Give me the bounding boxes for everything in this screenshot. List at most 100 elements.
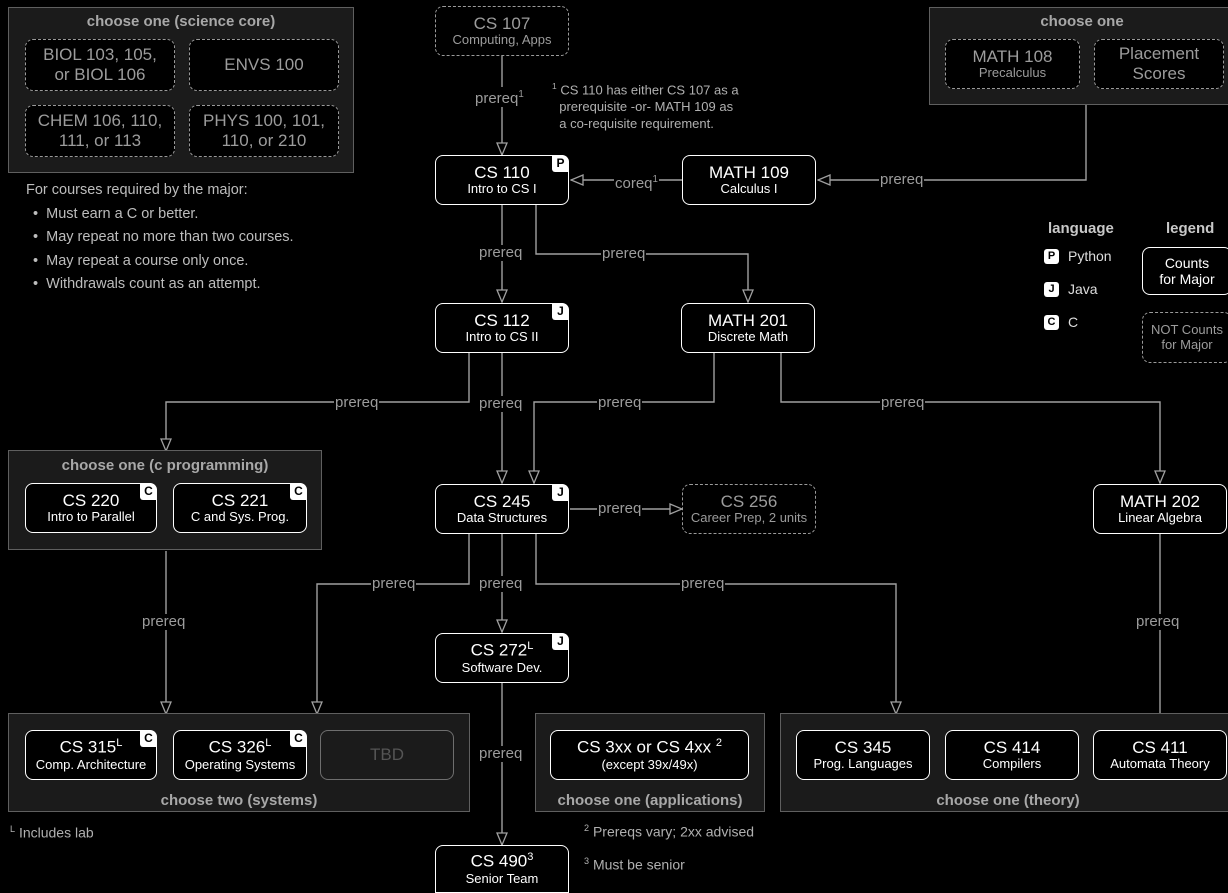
course-math108[interactable]: MATH 108 Precalculus [945,39,1080,89]
course-name: Software Dev. [461,659,543,675]
rule-item: • Withdrawals count as an attempt. [33,276,261,292]
course-cs411[interactable]: CS 411 Automata Theory [1093,730,1227,780]
course-cs272[interactable]: CS 272L Software Dev. J [435,633,569,683]
edge-label-prereq: prereq [880,394,926,411]
course-envs[interactable]: ENVS 100 [189,39,339,91]
course-cs256[interactable]: CS 256 Career Prep, 2 units [682,484,816,534]
language-badge: J [552,303,569,320]
course-math109[interactable]: MATH 109 Calculus I [682,155,816,205]
legend-text: Counts [1164,254,1210,271]
course-math202[interactable]: MATH 202 Linear Algebra [1093,484,1227,534]
course-cs414[interactable]: CS 414 Compilers [945,730,1079,780]
legend-not-counts: NOT Counts for Major [1142,312,1228,363]
course-name: Senior Team [465,870,539,886]
course-cs245[interactable]: CS 245 Data Structures J [435,484,569,534]
course-chem[interactable]: CHEM 106, 110, 111, or 113 [25,105,175,157]
course-name: Intro to Parallel [47,509,135,525]
course-code: TBD [370,745,404,765]
course-name: Comp. Architecture [35,756,147,772]
python-badge: P [1044,248,1059,264]
rule-item: • May repeat no more than two courses. [33,229,294,245]
language-badge: J [552,484,569,501]
course-code: CS 414 [983,737,1041,757]
language-label: C [1068,314,1079,330]
edge-label-prereq: prereq [478,395,524,412]
course-name: Discrete Math [707,329,789,345]
language-badge: J [552,633,569,650]
course-code: CS 220 [62,490,120,510]
course-code-line2: 111, or 113 [58,131,142,150]
edge-label-prereq: prereq [478,244,524,261]
language-badge: C [140,483,157,500]
legend-counts-for-major: Counts for Major [1142,247,1228,295]
edge-label-prereq: prereq [601,245,647,262]
course-code: CS 110 [474,162,530,182]
course-name: Intro to CS II [465,329,539,345]
course-code: BIOL 103, 105, [43,45,157,65]
course-name: Data Structures [456,510,548,526]
edge-label-prereq: prereq [879,171,925,188]
course-cs490[interactable]: CS 4903 Senior Team [435,845,569,893]
edge-label-prereq: prereq [478,575,524,592]
course-cs3xx-4xx[interactable]: CS 3xx or CS 4xx 2 (except 39x/49x) [550,730,749,780]
course-code: ENVS 100 [224,55,304,75]
course-code-line2: Scores [1132,64,1186,83]
course-cs315[interactable]: CS 315L Comp. Architecture C [25,730,157,780]
course-phys[interactable]: PHYS 100, 101, 110, or 210 [189,105,339,157]
group-title: choose one [1040,13,1124,30]
course-name: Linear Algebra [1118,510,1202,526]
course-cs112[interactable]: CS 112 Intro to CS II J [435,303,569,353]
course-code-line2: 110, or 210 [221,131,307,150]
course-name: Automata Theory [1110,756,1210,772]
course-cs110[interactable]: CS 110 Intro to CS I P [435,155,569,205]
java-badge: J [1044,281,1059,297]
legend-text: for Major [1161,336,1213,352]
rule-item: • Must earn a C or better. [33,205,199,222]
course-code: MATH 202 [1120,491,1200,511]
group-title: choose one (science core) [86,13,276,30]
edge-label-prereq: prereq [680,575,726,592]
language-badge: C [290,730,307,747]
course-name: Precalculus [978,65,1047,81]
course-math201[interactable]: MATH 201 Discrete Math [681,303,815,353]
course-cs107[interactable]: CS 107 Computing, Apps [435,6,569,56]
course-code: CS 345 [834,737,892,757]
course-cs326[interactable]: CS 326L Operating Systems C [173,730,307,780]
footnote-2: 2 Prereqs vary; 2xx advised [584,823,755,840]
edge-label-prereq: prereq1 [474,87,525,107]
legend-python: P Python [1044,248,1112,264]
course-name: (except 39x/49x) [601,756,698,772]
course-code: CS 221 [211,490,269,510]
course-cs345[interactable]: CS 345 Prog. Languages [796,730,930,780]
course-code: CS 272L [470,640,534,661]
course-cs220[interactable]: CS 220 Intro to Parallel C [25,483,157,533]
c-badge: C [1044,314,1059,330]
legend-java: J Java [1044,281,1098,297]
course-biol[interactable]: BIOL 103, 105, or BIOL 106 [25,39,175,91]
footnote-3: 3 Must be senior [584,856,685,873]
language-label: Python [1068,248,1112,264]
legend-c: C C [1044,314,1078,330]
group-title: choose one (applications) [557,792,743,809]
major-rules: For courses required by the major: • Mus… [26,179,294,297]
course-name: C and Sys. Prog. [190,509,290,525]
course-code: CS 107 [473,13,531,33]
course-code: CS 112 [474,310,530,330]
course-placement[interactable]: Placement Scores [1094,39,1224,89]
group-title: choose two (systems) [160,792,318,809]
course-code: PHYS 100, 101, [203,111,325,131]
group-title: choose one (theory) [936,792,1080,809]
course-cs221[interactable]: CS 221 C and Sys. Prog. C [173,483,307,533]
course-name: Computing, Apps [452,32,552,48]
edge-label-prereq: prereq [371,575,417,592]
course-code: CS 245 [473,491,531,511]
course-name: Intro to CS I [467,181,537,197]
language-badge: P [552,155,569,172]
course-name: Career Prep, 2 units [690,510,808,526]
course-code: CS 411 [1132,737,1188,757]
edge-cs245-cs326 [317,534,470,714]
edge-label-prereq: prereq [334,394,380,411]
edge-label-prereq: prereq [1135,613,1181,630]
course-code: MATH 108 [972,46,1053,66]
rules-heading: For courses required by the major: [26,182,248,198]
